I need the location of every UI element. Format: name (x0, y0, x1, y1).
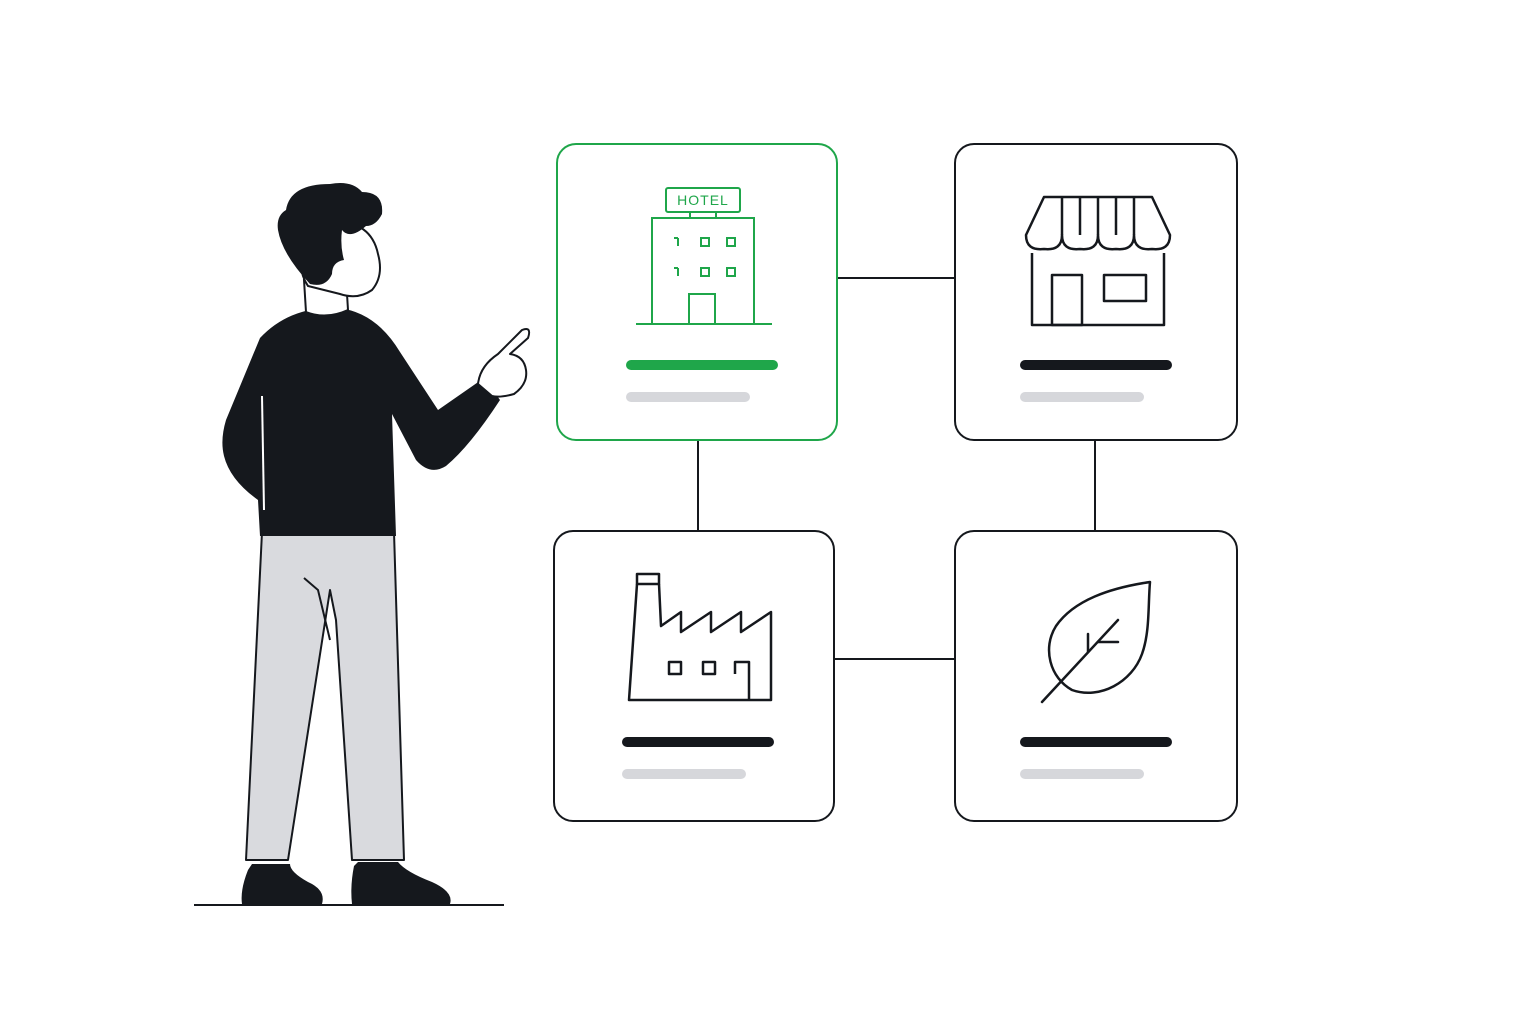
hair (277, 183, 383, 285)
card-nature-subtitle-bar (1020, 769, 1144, 779)
factory-icon (627, 572, 773, 702)
connector-factory-nature (834, 658, 954, 660)
right-shoe (351, 862, 451, 904)
torso (222, 307, 500, 536)
connector-hotel-factory (697, 441, 699, 530)
card-hotel[interactable]: HOTEL (556, 143, 838, 441)
storefront-icon (1024, 195, 1172, 327)
person-pointing-illustration (194, 183, 531, 906)
card-store[interactable] (954, 143, 1238, 441)
left-shoe (241, 864, 323, 904)
card-store-title-bar (1020, 360, 1172, 370)
connector-hotel-store (838, 277, 954, 279)
pants (245, 531, 405, 861)
leaf-icon (1040, 580, 1152, 704)
hotel-sign-text: HOTEL (677, 192, 729, 208)
connector-store-nature (1094, 441, 1096, 530)
card-nature[interactable] (954, 530, 1238, 822)
card-store-subtitle-bar (1020, 392, 1144, 402)
hotel-icon: HOTEL (636, 187, 772, 325)
card-nature-title-bar (1020, 737, 1172, 747)
card-factory-title-bar (622, 737, 774, 747)
card-factory-subtitle-bar (622, 769, 746, 779)
card-factory[interactable] (553, 530, 835, 822)
card-hotel-title-bar (626, 360, 778, 370)
pointing-hand (477, 328, 531, 398)
card-hotel-subtitle-bar (626, 392, 750, 402)
